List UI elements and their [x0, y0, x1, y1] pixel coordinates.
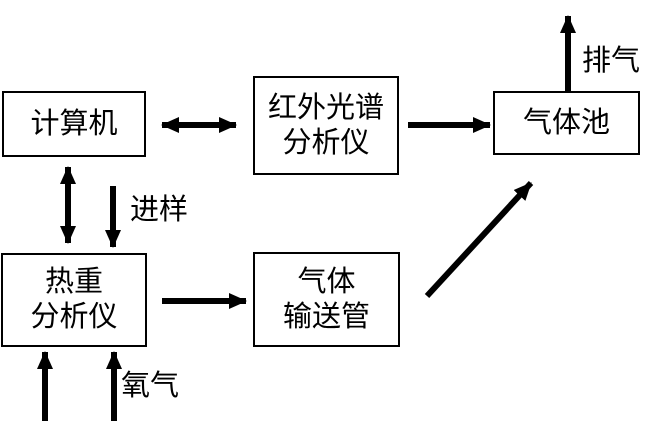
- box-gas-cell-label: 气体池: [522, 106, 610, 139]
- box-infrared-spectrum-analyzer: 红外光谱 分析仪: [253, 76, 399, 175]
- label-exhaust: 排气: [582, 45, 641, 77]
- box-infrared-label-line2: 分析仪: [282, 126, 370, 159]
- box-pipe-label-line1: 气体: [297, 265, 356, 298]
- box-tga-label-line1: 热重: [44, 266, 103, 299]
- box-computer: 计算机: [2, 91, 146, 157]
- box-pipe-label-line2: 输送管: [282, 300, 370, 333]
- box-computer-label: 计算机: [30, 107, 118, 140]
- box-thermogravimetric-analyzer: 热重 分析仪: [1, 253, 147, 347]
- box-gas-cell: 气体池: [493, 91, 640, 155]
- arrow-pipe-to-gascell-diagonal: [424, 180, 534, 299]
- box-infrared-label-line1: 红外光谱: [267, 91, 384, 124]
- label-oxygen: 氧气: [121, 370, 180, 402]
- box-tga-label-line2: 分析仪: [30, 301, 118, 333]
- label-sampling: 进样: [130, 194, 189, 226]
- box-gas-delivery-pipe: 气体 输送管: [253, 252, 400, 347]
